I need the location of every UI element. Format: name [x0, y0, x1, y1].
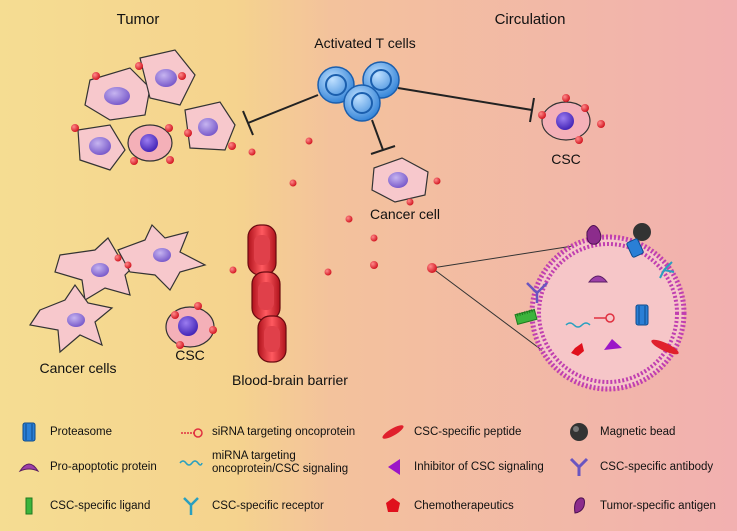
- cancer-cells-nuclei: [67, 248, 171, 327]
- legend-item: CSC-specific antibody: [566, 456, 713, 478]
- legend-item: Inhibitor of CSC signaling: [380, 456, 544, 478]
- csc-antibody-icon: [569, 457, 589, 476]
- legend-item: Tumor-specific antigen: [566, 495, 716, 517]
- legend-item: miRNA targeting oncoprotein/CSC signalin…: [178, 450, 362, 476]
- blood-brain-barrier: [247, 224, 287, 363]
- cancer-cells-label: Cancer cells: [39, 360, 116, 376]
- csc-ligand-icon: [25, 497, 33, 515]
- liposome-nanocarrier: [529, 234, 687, 392]
- liposome-surface: [514, 223, 679, 355]
- legend-item: Pro-apoptotic protein: [16, 456, 157, 478]
- legend-item: Magnetic bead: [566, 421, 675, 443]
- legend-item: Chemotherapeutics: [380, 495, 514, 517]
- cancer-cell-label: Cancer cell: [370, 206, 440, 222]
- activated-t-cells: [317, 61, 400, 122]
- red-dots: [71, 62, 605, 349]
- region-tumor-title: Tumor: [117, 11, 160, 28]
- pro-apoptotic-protein-icon: [18, 463, 40, 473]
- csc-circulation-label: CSC: [551, 151, 581, 167]
- legend-item: CSC-specific peptide: [380, 421, 521, 443]
- csc-receptor-icon: [183, 497, 199, 515]
- csc-circulation: [541, 101, 591, 141]
- legend: Proteasome siRNA targeting oncoprotein C…: [0, 405, 737, 531]
- tumor-antigen-icon: [574, 497, 585, 514]
- activated-t-cells-label: Activated T cells: [314, 35, 415, 51]
- chemotherapeutics-icon: [386, 498, 400, 512]
- legend-item: siRNA targeting oncoprotein: [178, 421, 355, 443]
- legend-item: Proteasome: [16, 421, 112, 443]
- legend-item: CSC-specific receptor: [178, 495, 324, 517]
- legend-item: CSC-specific ligand: [16, 495, 150, 517]
- region-circulation-title: Circulation: [495, 11, 566, 28]
- sirna-icon: [181, 428, 203, 438]
- cancer-cell-circulation: [371, 157, 429, 203]
- inhibitor-icon: [388, 459, 400, 475]
- csc-tumor-label: CSC: [175, 347, 205, 363]
- bbb-label: Blood-brain barrier: [232, 372, 348, 388]
- csc-peptide-icon: [382, 425, 404, 439]
- mirna-icon: [179, 460, 203, 466]
- liposome-cargo: [565, 275, 649, 356]
- nanoparticle-source: [427, 263, 437, 273]
- tumor-cell-cluster: [77, 49, 236, 171]
- proteasome-icon: [22, 422, 36, 442]
- inhibition-arrows: [242, 87, 535, 155]
- magnetic-bead-icon: [570, 423, 588, 441]
